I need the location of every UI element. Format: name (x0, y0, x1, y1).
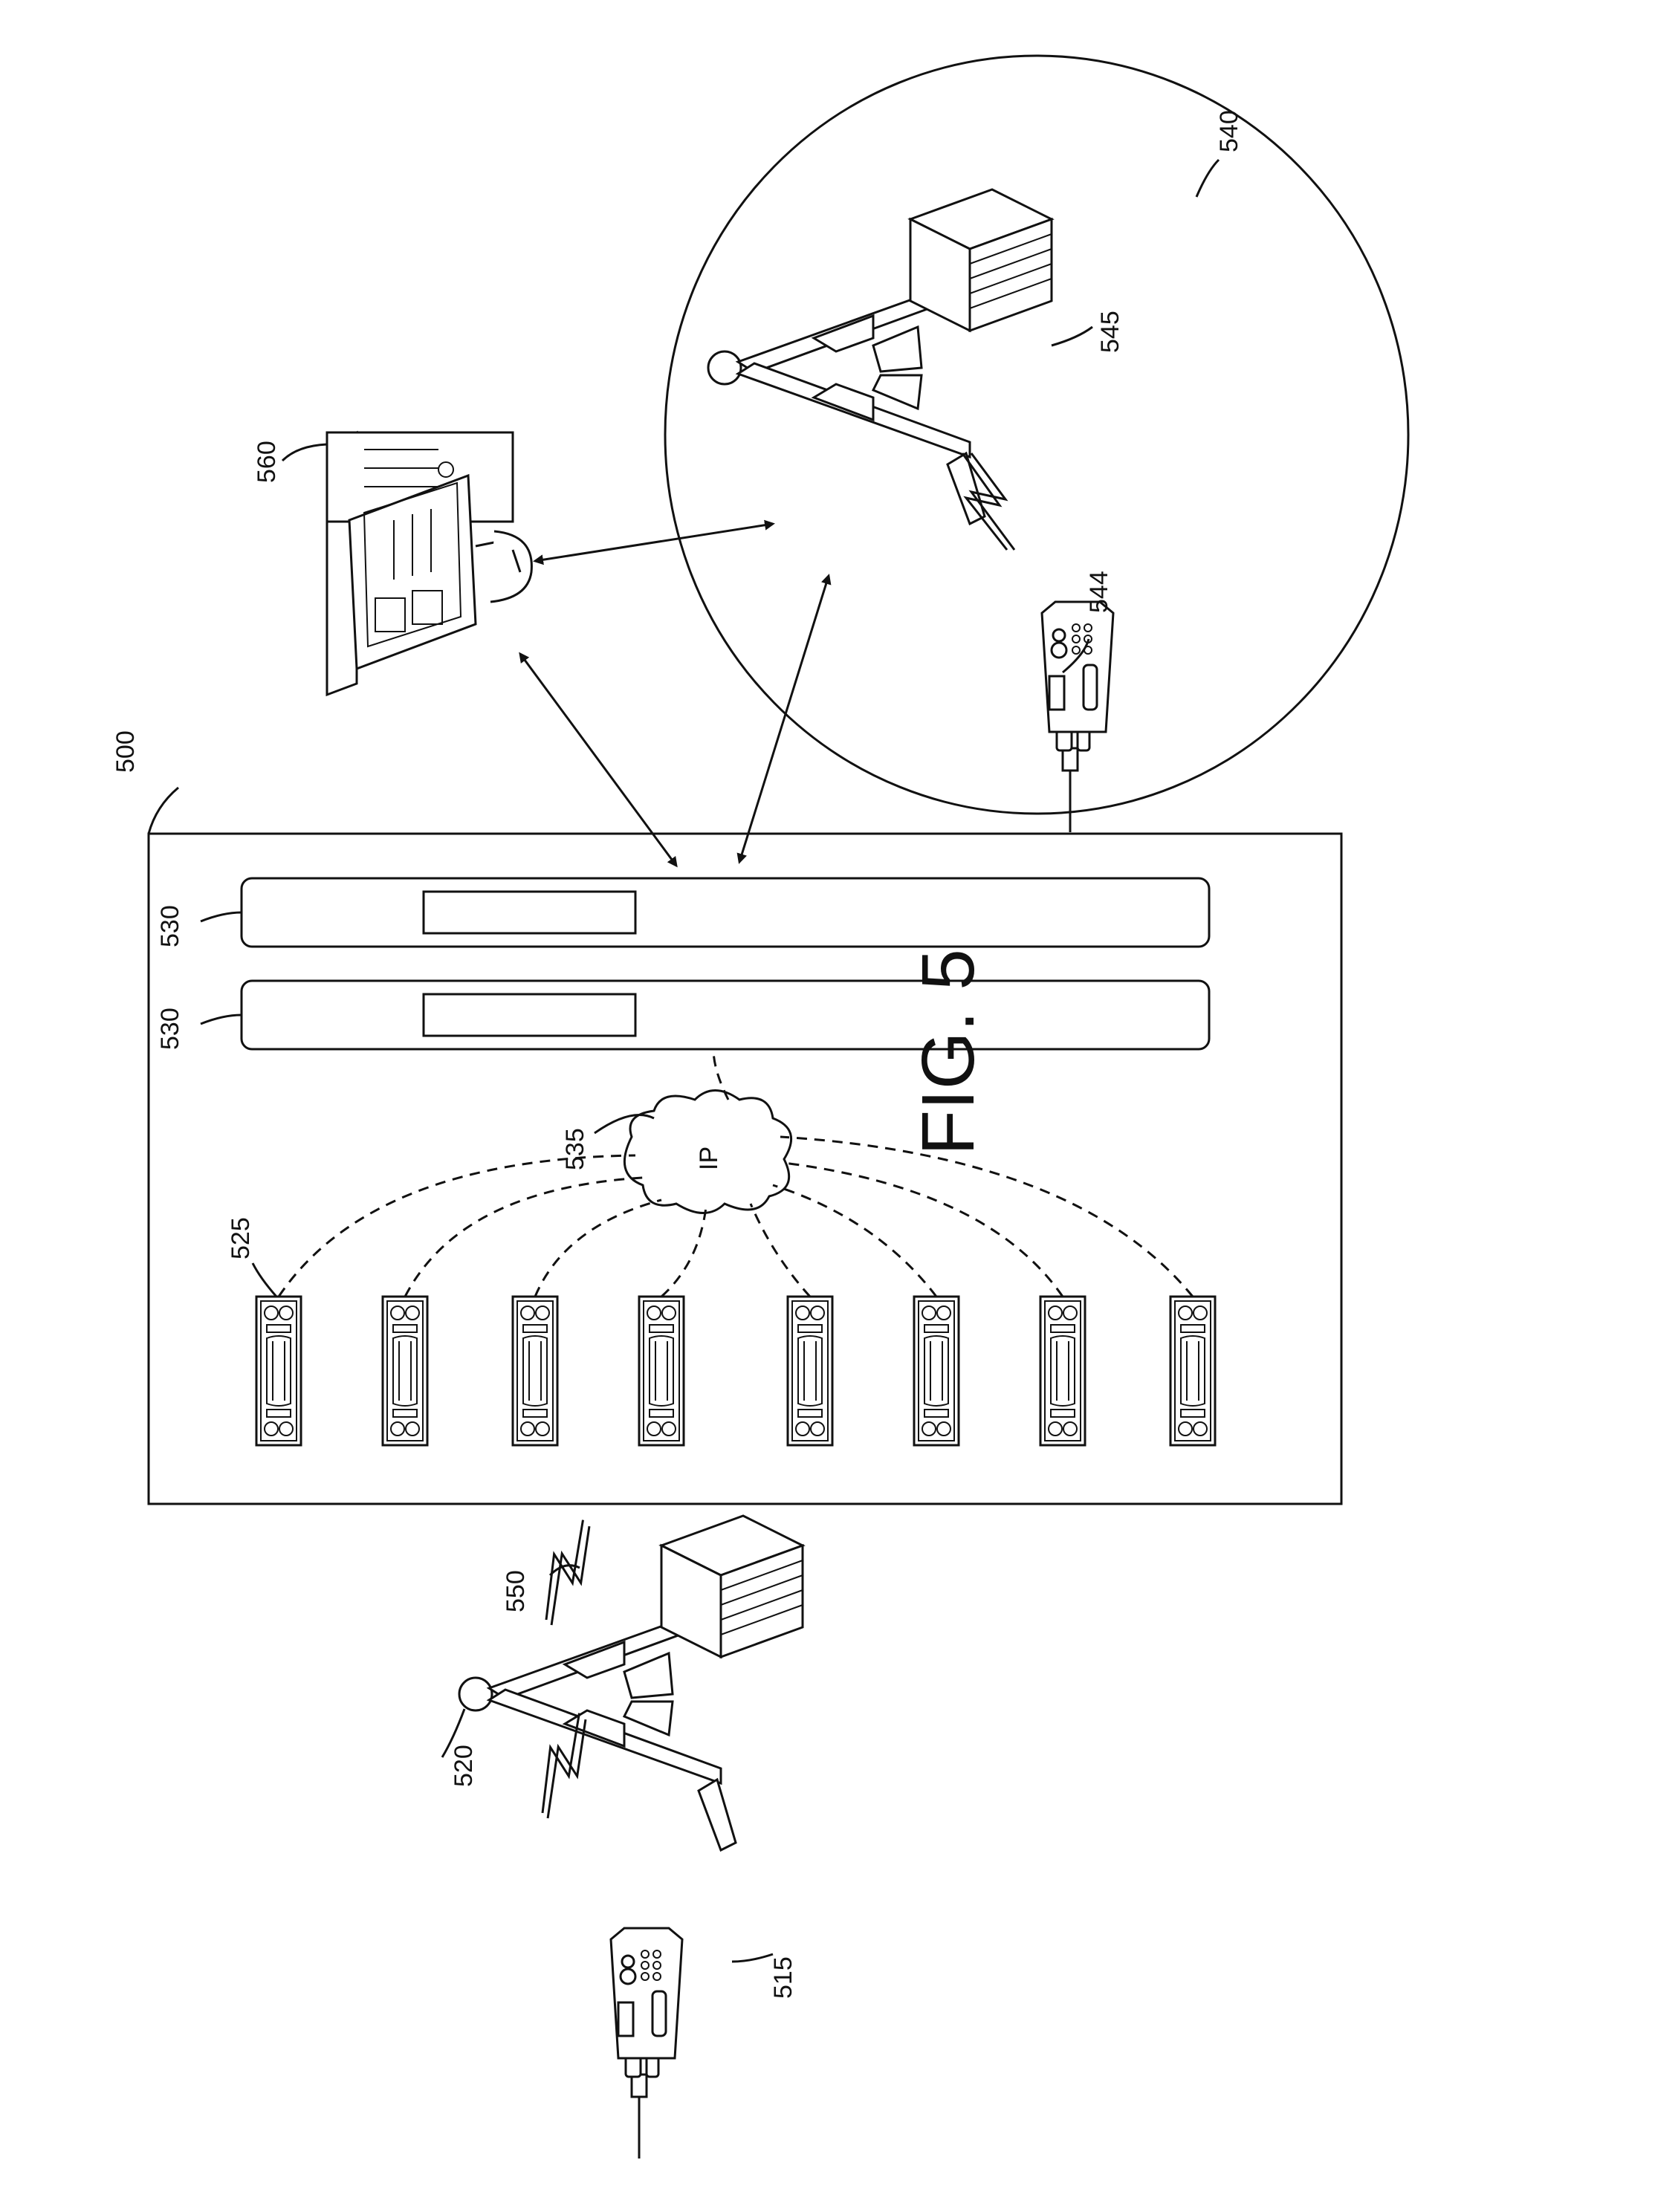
label-server-upper: 530 (156, 905, 184, 947)
ip-network-text: IP (695, 1146, 723, 1170)
leader-530-upper (201, 912, 242, 921)
system-leader (149, 788, 178, 834)
workstation (327, 432, 531, 695)
leader-545 (1052, 327, 1092, 346)
server-row-lower-slot (424, 994, 635, 1036)
leader-530-lower (201, 1015, 242, 1024)
server-row-lower (242, 981, 1209, 1049)
portable-radio-b (1042, 602, 1113, 832)
server-row-upper-slot (424, 892, 635, 933)
label-ip-network: 535 (561, 1128, 589, 1170)
server-5 (788, 1297, 832, 1445)
leader-515 (732, 1954, 773, 1962)
server-2 (383, 1297, 427, 1445)
ip-network-cloud: IP (624, 1091, 791, 1213)
label-rf-link: 550 (502, 1570, 530, 1612)
label-server-lower: 530 (156, 1008, 184, 1050)
label-system: 500 (111, 730, 140, 773)
server-6 (914, 1297, 959, 1445)
remote-site-circle (665, 56, 1408, 814)
server-7 (1040, 1297, 1085, 1445)
server-row-upper (242, 878, 1209, 947)
leader-540 (1196, 160, 1219, 197)
figure-caption: FIG. 5 (907, 949, 990, 1155)
label-portable-radio-a: 515 (769, 1956, 797, 1999)
bolt-550 (515, 1520, 620, 1625)
leader-525 (253, 1263, 276, 1297)
portable-radio-a (611, 1928, 682, 2159)
arrow-workstation-remote (535, 524, 773, 561)
label-portable-radio-b: 544 (1085, 571, 1113, 613)
arrow-system-remote (739, 576, 829, 862)
base-station-b (708, 189, 1052, 524)
label-base-station-a: 520 (450, 1745, 478, 1787)
server-3 (513, 1297, 557, 1445)
server-4 (639, 1297, 684, 1445)
label-workstation: 560 (253, 441, 281, 483)
server-8 (1170, 1297, 1215, 1445)
server-group (256, 1297, 1215, 1445)
label-server-top: 525 (227, 1217, 255, 1259)
label-remote-site: 540 (1215, 110, 1243, 152)
server-1 (256, 1297, 301, 1445)
label-base-station-b: 545 (1096, 311, 1124, 353)
base-station-a (459, 1516, 803, 1850)
leader-560 (282, 444, 327, 461)
